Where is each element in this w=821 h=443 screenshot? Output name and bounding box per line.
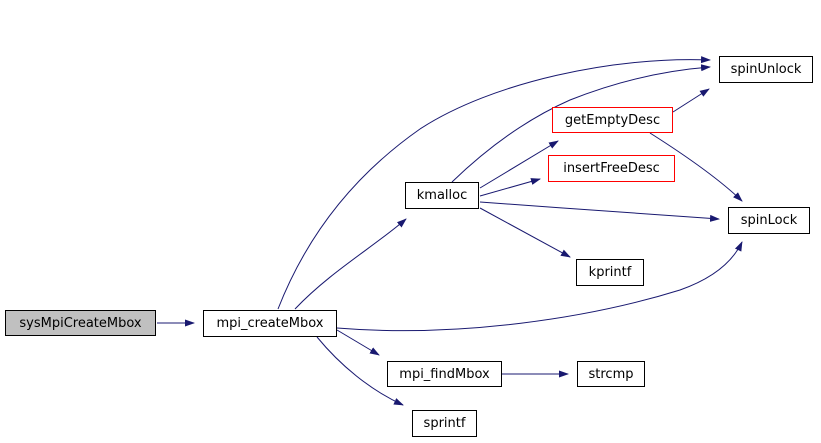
node-strcmp[interactable]: strcmp [577,361,645,387]
node-kmalloc[interactable]: kmalloc [405,182,479,209]
edge-kmalloc-to-insertFreeDesc [479,178,541,197]
node-label: insertFreeDesc [563,161,660,176]
node-label: getEmptyDesc [564,112,661,128]
node-label: sprintf [423,416,466,431]
edge-mpi_createMbox-to-sprintf [316,336,404,406]
node-sysMpiCreateMbox: sysMpiCreateMbox [5,310,156,336]
node-spinLock[interactable]: spinLock [728,207,810,234]
edge-getEmptyDesc-to-spinLock [649,132,743,202]
node-kprintf[interactable]: kprintf [576,259,644,286]
edge-kmalloc-to-spinUnlock [451,64,711,183]
node-spinUnlock[interactable]: spinUnlock [719,56,813,83]
edge-kmalloc-to-getEmptyDesc [479,140,559,189]
node-getEmptyDesc[interactable]: getEmptyDesc [552,107,673,133]
edge-mpi_createMbox-to-spinUnlock [277,56,711,310]
node-mpi_findMbox[interactable]: mpi_findMbox [387,361,502,387]
node-label: strcmp [588,366,634,382]
edge-getEmptyDesc-to-spinUnlock [672,88,710,113]
edge-kmalloc-to-kprintf [479,207,571,258]
node-label: spinLock [740,213,798,228]
edge-mpi_createMbox-to-spinLock [336,241,743,332]
edge-mpi_createMbox-to-kmalloc [294,218,407,310]
node-label: kprintf [588,265,632,280]
edge-kmalloc-to-spinLock [479,201,720,222]
node-sprintf[interactable]: sprintf [412,410,477,437]
node-label: mpi_createMbox [216,316,324,331]
edge-mpi_createMbox-to-mpi_findMbox [336,329,380,356]
node-label: kmalloc [416,188,468,203]
node-label: mpi_findMbox [399,366,490,382]
node-label: spinUnlock [730,62,802,77]
node-label: sysMpiCreateMbox [19,315,142,331]
node-mpi_createMbox[interactable]: mpi_createMbox [203,310,337,337]
node-insertFreeDesc[interactable]: insertFreeDesc [548,155,675,182]
